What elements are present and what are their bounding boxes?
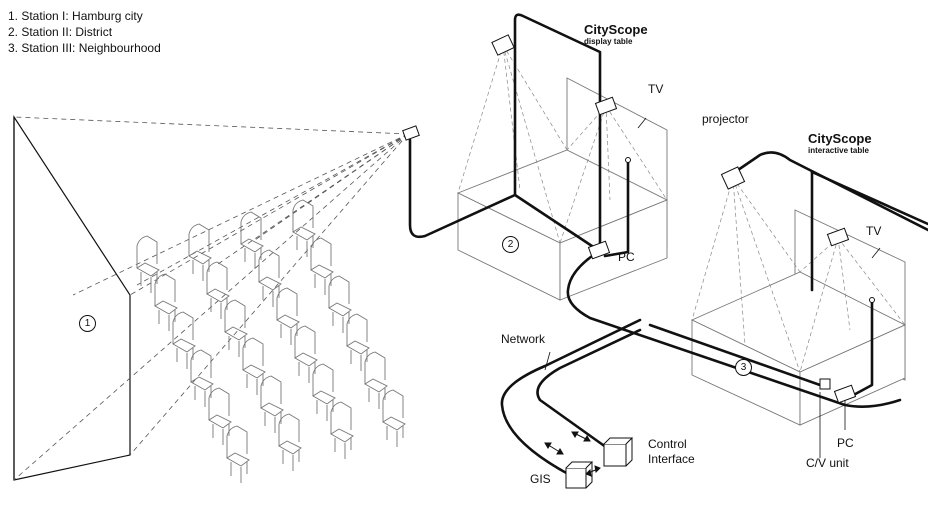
- chair: [260, 375, 284, 433]
- projector-station-2a: [491, 34, 515, 56]
- station-2-number: 2: [502, 236, 519, 253]
- station-2-table: [456, 77, 669, 301]
- control-interface-label-line1: Control: [648, 437, 687, 451]
- chair: [276, 287, 300, 345]
- chair: [382, 389, 406, 447]
- network-label: Network: [501, 332, 546, 346]
- cables: [408, 13, 928, 477]
- gis-box: [565, 461, 594, 489]
- tv-label-station-2: TV: [648, 82, 664, 96]
- chair: [328, 275, 352, 333]
- chair: [292, 199, 316, 257]
- station-1-number: 1: [79, 315, 96, 332]
- legend-item-3: 3. Station III: Neighbourhood: [8, 41, 161, 55]
- projector-station-1: [402, 125, 420, 141]
- chair: [330, 401, 354, 459]
- pc-label-station-2: PC: [618, 250, 635, 264]
- chair: [312, 363, 336, 421]
- control-interface-box: [603, 437, 634, 467]
- projector-station-3b: [826, 227, 850, 247]
- station-legend: 1. Station I: Hamburg city 2. Station II…: [8, 8, 161, 56]
- legend-item-2: 2. Station II: District: [8, 25, 113, 39]
- chair: [258, 249, 282, 307]
- interactive-table-subtitle: interactive table: [808, 146, 869, 155]
- projector-station-2b: [594, 96, 618, 116]
- station-3-table: [690, 209, 907, 426]
- tv-sensors: [625, 157, 875, 303]
- cv-unit-box: [819, 378, 831, 390]
- equipment: [491, 34, 857, 489]
- legend-item-1: 1. Station I: Hamburg city: [8, 9, 143, 23]
- projector-station-3a: [720, 166, 746, 190]
- data-flow-arrows: [544, 431, 601, 477]
- chair: [208, 387, 232, 445]
- cv-unit-label: C/V unit: [806, 456, 849, 470]
- control-interface-label: Control Interface: [648, 437, 695, 467]
- display-table-title-main: CityScope: [584, 22, 648, 37]
- chair: [310, 237, 334, 295]
- interactive-table-title: CityScope interactive table: [808, 131, 872, 155]
- chair: [294, 325, 318, 383]
- chair: [242, 337, 266, 395]
- display-table-subtitle: display table: [584, 37, 633, 46]
- chair: [188, 223, 212, 281]
- gis-label: GIS: [530, 472, 551, 486]
- chair: [364, 351, 388, 409]
- tv-label-station-3: TV: [866, 224, 882, 238]
- pc-label-station-3: PC: [837, 436, 854, 450]
- display-table-title: CityScope display table: [584, 22, 648, 46]
- control-interface-label-line2: Interface: [648, 452, 695, 466]
- pc-station-2: [587, 240, 611, 260]
- chair: [206, 261, 230, 319]
- chair: [190, 349, 214, 407]
- chair: [278, 413, 302, 471]
- station-1-screen: [13, 114, 131, 481]
- chair: [172, 311, 196, 369]
- pc-station-3: [833, 384, 857, 404]
- audience-seating: [136, 199, 406, 483]
- chair: [154, 273, 178, 331]
- chair: [226, 425, 250, 483]
- station-3-number: 3: [735, 359, 752, 376]
- leader-lines: [544, 117, 881, 458]
- chair: [136, 235, 160, 293]
- chair: [224, 299, 248, 357]
- interactive-table-title-main: CityScope: [808, 131, 872, 146]
- chair: [346, 313, 370, 371]
- chair: [240, 211, 264, 269]
- projector-label: projector: [702, 112, 749, 126]
